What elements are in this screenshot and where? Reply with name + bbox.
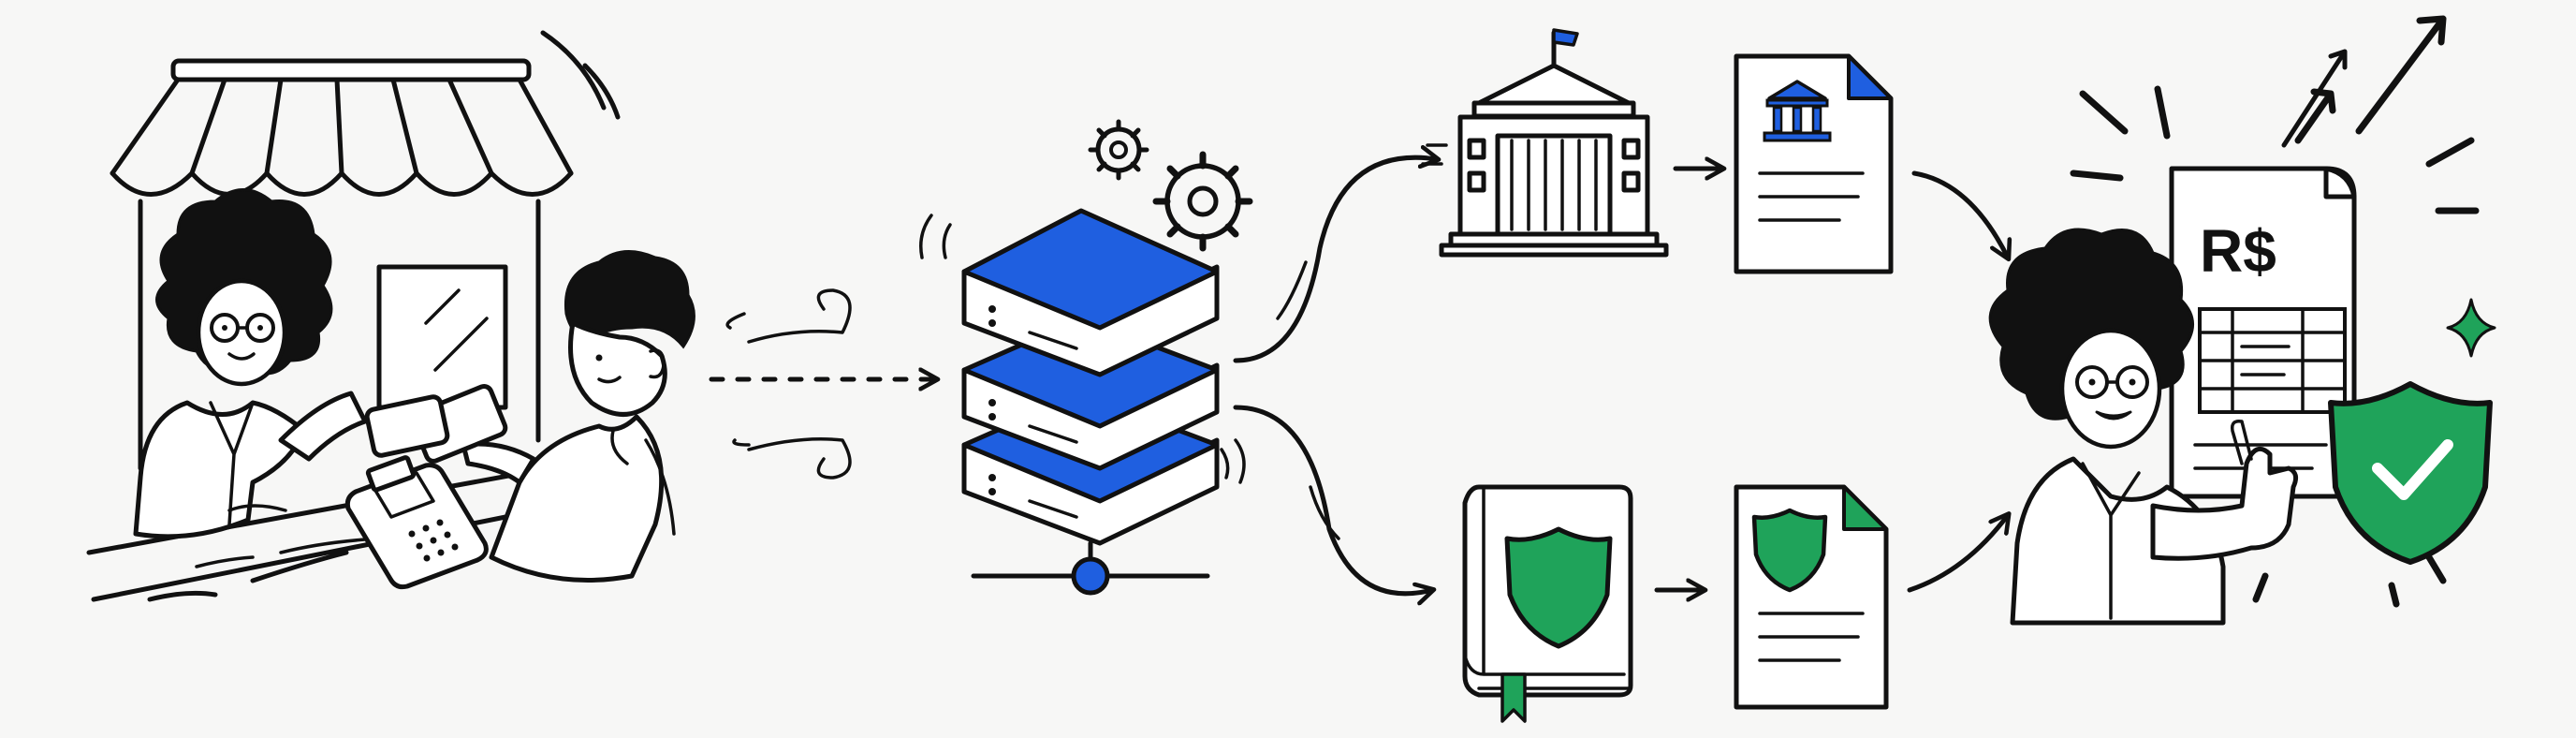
presenter-person-icon [1988, 228, 2299, 626]
flow-arrow-bottom [1233, 405, 1432, 594]
sparkle-icon [2446, 298, 2496, 358]
server-stack-icon [919, 208, 1246, 596]
gear-icon [1088, 119, 1253, 252]
arrow-doc-to-presenter-bottom [1907, 515, 2008, 593]
bank-document-icon [1734, 53, 1894, 274]
shield-check-icon [2328, 381, 2493, 565]
burst-lines [2070, 85, 2480, 608]
shield-document-icon [1734, 484, 1889, 710]
card-payment-terminal-icon [344, 384, 508, 590]
arrow-doc-to-presenter-top [1911, 170, 2008, 258]
currency-label: R$ [2200, 217, 2276, 285]
flow-arrow-top [1233, 157, 1437, 363]
merchant-person-icon [133, 188, 368, 539]
growth-arrows-icon [2281, 15, 2447, 148]
government-building-icon [1421, 28, 1669, 258]
customer-person-icon [461, 250, 695, 583]
book-shield-icon [1462, 484, 1633, 723]
data-transfer-arrow [709, 288, 936, 480]
receipt-icon: R$ [2169, 166, 2357, 499]
